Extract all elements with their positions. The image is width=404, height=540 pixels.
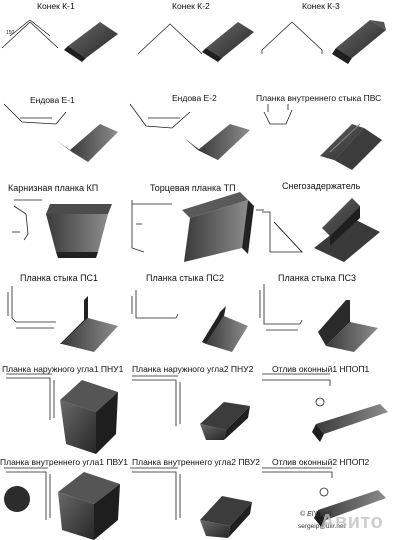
label-pnu1: Планка наружного угла1 ПНУ1: [2, 364, 124, 374]
label-ps1: Планка стыка ПС1: [20, 273, 99, 283]
endova-e2-drawing: [129, 103, 191, 129]
email: sergeip@ukr.net: [298, 523, 346, 530]
sz-drawing: [256, 209, 303, 253]
label-pvs: Планка внутреннего стыка ПВС: [256, 93, 382, 103]
label-ps2: Планка стыка ПС2: [146, 273, 225, 283]
label-nop1: Отлив оконный1 НПОП1: [272, 364, 370, 374]
pnu2-drawing: [132, 375, 181, 426]
endova-e1-drawing: [3, 103, 67, 125]
sz-product: [314, 198, 380, 262]
pvu1-product: [58, 472, 120, 540]
label-pvu2: Планка внутреннего угла2 ПВУ2: [132, 457, 260, 467]
nop2-product: [314, 490, 386, 528]
tp-drawing: [131, 200, 172, 253]
pvu1-drawing: [4, 467, 51, 520]
avito-watermark: Авито: [320, 511, 384, 533]
label-konek-k2: Конек К-2: [172, 1, 210, 11]
ps3-drawing: [259, 284, 303, 331]
label-snegozaderzhatel: Снегозадержатель: [282, 181, 361, 191]
konek-k3-product: [332, 20, 386, 64]
pvu2-product: [200, 496, 252, 538]
nop1-drawing: [262, 373, 331, 407]
endova-e1-product: [56, 124, 118, 162]
label-endova-e1: Ендова Е-1: [30, 95, 75, 105]
ps2-drawing: [131, 290, 179, 319]
signature: © Еl’Снаб: [300, 511, 332, 518]
ps1-drawing: [7, 286, 56, 329]
label-tp: Торцевая планка ТП: [150, 183, 236, 193]
konek-k2-product: [202, 22, 254, 62]
konek-k2-drawing: [137, 23, 203, 55]
label-konek-k3: Конек К-3: [302, 1, 340, 11]
pvu2-drawing: [130, 467, 181, 520]
nop1-product: [312, 404, 388, 442]
konek-k1-product: [64, 22, 118, 62]
pnu1-drawing: [6, 373, 55, 420]
label-pnu2: Планка наружного угла2 ПНУ2: [132, 364, 254, 374]
svg-text:150: 150: [6, 30, 15, 36]
label-kp: Карнизная планка КП: [8, 183, 99, 193]
camera-lens-icon: [4, 486, 30, 512]
label-nop2: Отлив оконный2 НПОП2: [272, 457, 370, 467]
ps1-product: [60, 296, 118, 352]
label-pvu1: Планка внутреннего угла1 ПВУ1: [0, 457, 128, 467]
ps2-product: [202, 306, 248, 352]
ps3-product: [318, 300, 378, 352]
konek-k1-drawing: 150: [1, 19, 59, 49]
tp-product: [182, 192, 254, 262]
endova-e2-product: [184, 124, 250, 160]
kp-product: [46, 204, 112, 258]
kp-drawing: [12, 199, 42, 241]
pnu1-product: [60, 380, 118, 454]
pvs-drawing: [263, 104, 293, 125]
konek-k3-drawing: [261, 21, 323, 54]
nop2-drawing: [262, 467, 333, 497]
pvs-product: [320, 123, 382, 170]
label-konek-k1: Конек К-1: [37, 1, 75, 11]
label-ps3: Планка стыка ПС3: [278, 273, 357, 283]
pnu2-product: [200, 402, 250, 440]
label-endova-e2: Ендова Е-2: [172, 93, 217, 103]
